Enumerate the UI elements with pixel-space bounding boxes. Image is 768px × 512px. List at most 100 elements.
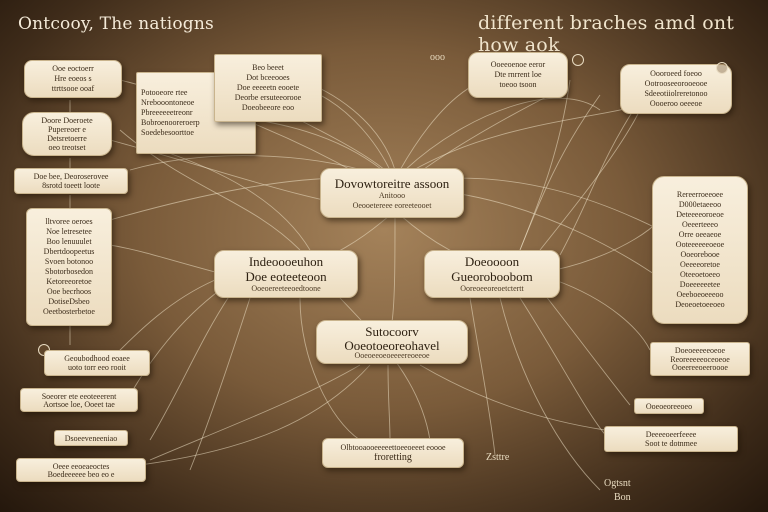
node-heading: Sutocoorv xyxy=(365,324,419,338)
node-text: Oeee eeoeaeoctes xyxy=(52,462,110,470)
node-bottom: Olbtooaooeeeeettoeeoeeet eoooe frorettin… xyxy=(322,438,464,468)
node-text: Boo lenuuulet xyxy=(46,237,92,246)
node-text: Sdeeotiiolreretonoo xyxy=(644,89,708,98)
node-text: Doeeeeeetee xyxy=(679,280,721,289)
node-text: Oeooetereee eoreeteooet xyxy=(352,200,432,210)
node-text: DotiseDsbeo xyxy=(48,297,90,306)
node-text: Ooeereeoeeroooe xyxy=(672,363,728,373)
node-text: Oeeerteeeo xyxy=(682,220,718,229)
node-text: Dot bceeooes xyxy=(246,73,290,82)
node-text: Oeeeeoretoe xyxy=(680,260,720,269)
node-text: Nrebooontoneoe xyxy=(141,98,195,107)
node-text: Oteeoetoeeo xyxy=(680,270,720,279)
node-text: Oooeroo oeeeoe xyxy=(649,99,703,108)
node-text: Deoeoetoeeoeo xyxy=(675,300,725,309)
node-text: D000etaeeoo xyxy=(678,200,722,209)
node-top-note-b: Beo beeet Dot bceeooes Doe eeeeetn eooet… xyxy=(214,54,322,122)
node-text: Soedebesoorttoe xyxy=(141,128,194,137)
node-mid-right: Doeoooon Gueoroboobom Ooreoeeoreoetctert… xyxy=(424,250,560,298)
node-text: uoto torr eeo rooit xyxy=(68,363,126,372)
node-right-b: Doeoeeeeeoeoe Reoreeeeeoceoeoe Ooeereeoe… xyxy=(650,342,750,376)
node-text: Olbtooaooeeeeettoeeoeeet eoooe xyxy=(340,443,446,452)
node-text: Doe eeeeetn eooete xyxy=(236,83,300,92)
node-text: Reoreeeeeoceoeoe xyxy=(670,354,730,364)
node-left-a: Doore Doeroete Pupereoer e Detsretoerre … xyxy=(22,112,112,156)
node-text: Bobroenooreroerp xyxy=(141,118,200,127)
node-text: toeoo tsoon xyxy=(499,80,537,89)
node-text: Doe bee, Deoroserovee xyxy=(33,172,109,181)
bottom-right-label: Ogtsnt xyxy=(604,478,631,489)
node-text: Sbotorbosedon xyxy=(45,267,93,276)
pin-icon xyxy=(716,62,728,74)
diagram-title-right: different braches amd ont how aok xyxy=(478,12,735,56)
node-text: Oeetbosterbetoe xyxy=(43,307,95,316)
node-text: 8srotd toeett loote xyxy=(42,181,100,190)
node-text: Dsoeeveneeniao xyxy=(64,434,118,442)
node-text: Boedeeeeee beo eo e xyxy=(47,470,115,478)
node-text: Deeeeoeerfeeee xyxy=(645,430,697,439)
node-top-right: Oooroeed foeoo Ootrooseeorooeooe Sdeeoti… xyxy=(620,64,732,114)
node-text: Rereerroeeoee xyxy=(676,190,724,199)
node-left-b: Doe bee, Deoroserovee 8srotd toeett loot… xyxy=(14,168,128,194)
node-text: Noe letresetee xyxy=(46,227,92,236)
node-right-d: Deeeeoeerfeeee Soot te dotnmee xyxy=(604,426,738,452)
bottom-right-label-2: Bon xyxy=(614,492,631,503)
node-text: froretting xyxy=(374,453,412,463)
node-text: ttrttsooe ooaf xyxy=(51,84,95,93)
node-heading: Ooeotoeoreohavel xyxy=(344,337,440,351)
bottom-mid-label: Zsttre xyxy=(486,452,510,463)
node-text: Ooeoeoreeoeo xyxy=(645,402,693,410)
node-left-d: Geoubodhood eoaee uoto torr eeo rooit xyxy=(44,350,150,376)
node-left-c: lltvoree oeroes Noe letresetee Boo lenuu… xyxy=(26,208,112,326)
node-heading: Gueoroboobom xyxy=(451,269,533,284)
node-heading: Dovowtoreitre assoon xyxy=(334,175,450,191)
node-top-left-note: Ooe eoctoerr Hre eoeos s ttrttsooe ooaf xyxy=(24,60,122,98)
node-text: Soot te dotnmee xyxy=(645,439,697,448)
diagram-title-left: Ontcooy, The natiogns xyxy=(18,14,214,34)
node-text: Orre oeeaeoe xyxy=(678,230,722,239)
node-text: Ootrooseeorooeooe xyxy=(644,79,708,88)
node-heading: Doeoooon xyxy=(464,254,520,269)
node-text: Ooe becrhoos xyxy=(46,287,92,296)
node-right-c: Ooeoeoreeoeo xyxy=(634,398,704,414)
node-text: Doeobeeore eoo xyxy=(241,103,295,112)
node-text: Aortsoe loe, Ooeet tae xyxy=(43,400,115,408)
node-text: Ooreoeeoreoetctertt xyxy=(460,284,524,293)
node-heading: Indeoooeuhon xyxy=(248,254,324,269)
node-text: Hre eoeos s xyxy=(54,74,92,83)
node-text: Pupereoer e xyxy=(48,125,86,134)
node-text: Deorbe ersuteeorooe xyxy=(234,93,302,102)
node-heading: Doe eoteeteoon xyxy=(245,269,327,284)
node-text: Ooteeeeeeoeoe xyxy=(675,240,725,249)
node-text: Svoen botonoo xyxy=(44,257,94,266)
node-text: Ooeoereeteeoedtoone xyxy=(251,284,321,293)
node-text: Geoubodhood eoaee xyxy=(64,354,130,363)
node-text: Anitooo xyxy=(378,190,406,200)
node-text: oeo treotset xyxy=(48,143,86,152)
node-text: Dbertdoopeetus xyxy=(43,247,95,256)
node-text: Dte rnrrent loe xyxy=(494,70,542,79)
node-text: Ooeoeeoeoeeeereoeeoe xyxy=(354,351,430,360)
node-right-a: Rereerroeeoee D000etaeeoo Deteeeeoroeoe … xyxy=(652,176,748,324)
node-text: Doeoeeeeeoeoe xyxy=(674,346,726,355)
node-text: Oeeboeoeeeoo xyxy=(676,290,724,299)
node-top-mid: Ooeeoenoe eeror Dte rnrrent loe toeoo ts… xyxy=(468,52,568,98)
loose-label: ooo xyxy=(430,52,445,63)
node-left-f: Dsoeeveneeniao xyxy=(54,430,128,446)
node-center-top: Dovowtoreitre assoon Anitooo Oeooetereee… xyxy=(320,168,464,218)
node-text: Ooeeoenoe eeror xyxy=(490,60,546,69)
node-mid-left: Indeoooeuhon Doe eoteeteoon Ooeoereeteeo… xyxy=(214,250,358,298)
node-text: Deteeeeoroeoe xyxy=(676,210,724,219)
node-text: Soeorer ete eeoteeerent xyxy=(41,392,117,400)
node-text: Potooeore rtee xyxy=(141,88,188,97)
node-text: Ooe eoctoerr xyxy=(52,64,94,73)
node-text: Ooeorebooe xyxy=(680,250,720,259)
node-text: Oooroeed foeoo xyxy=(650,69,702,78)
node-text: Ketoreeoretoe xyxy=(46,277,92,286)
node-text: Detsretoerre xyxy=(47,134,87,143)
node-left-g: Oeee eeoeaeoctes Boedeeeeee beo eo e xyxy=(16,458,146,482)
pin-icon xyxy=(572,54,584,66)
node-center-low: Sutocoorv Ooeotoeoreohavel Ooeoeeoeoeeee… xyxy=(316,320,468,364)
node-text: Pbreeeeeetreonr xyxy=(141,108,193,117)
node-text: lltvoree oeroes xyxy=(45,217,93,226)
